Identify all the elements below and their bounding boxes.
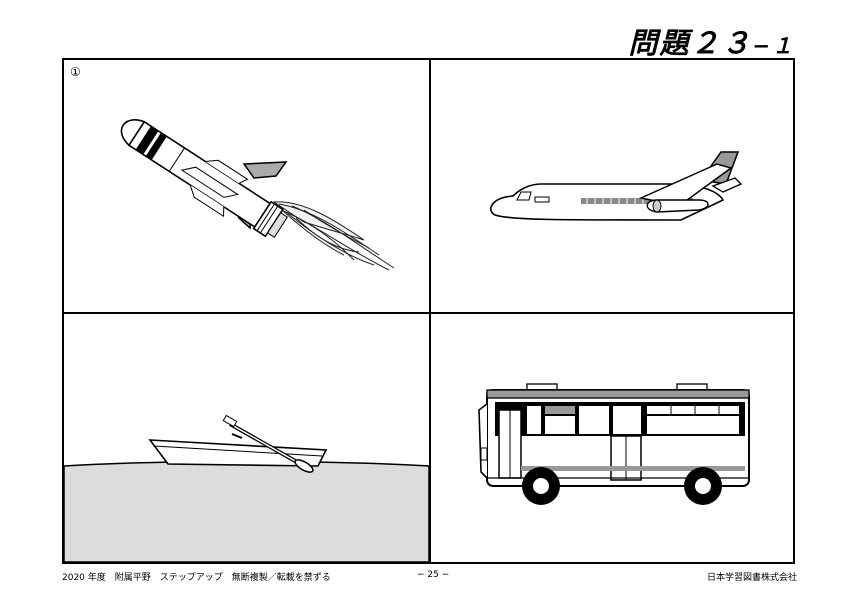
footer-left: 2020 年度 附属平野 ステップアップ 無断複製／転載を禁ずる — [62, 573, 331, 583]
panel-airplane[interactable] — [431, 60, 795, 312]
title-main: 問題２３ — [628, 26, 753, 60]
airplane-picture — [490, 151, 743, 221]
panel-bus[interactable] — [431, 314, 795, 562]
panel-rowboat[interactable] — [64, 314, 429, 562]
question-number: ① — [70, 65, 81, 79]
footer-publisher: 日本学習図書株式会社 — [706, 573, 797, 583]
title-sub: −１ — [752, 34, 795, 58]
rocket-picture — [120, 119, 395, 271]
rowboat-picture — [64, 414, 429, 562]
bus-picture — [478, 383, 750, 505]
footer-page-number: − 25 − — [417, 570, 450, 580]
horizontal-divider — [64, 312, 793, 314]
page-title: 問題２３−１ — [628, 20, 795, 62]
panel-rocket[interactable]: ① — [64, 60, 429, 312]
vertical-divider — [429, 60, 431, 562]
picture-grid: ① — [62, 58, 795, 564]
